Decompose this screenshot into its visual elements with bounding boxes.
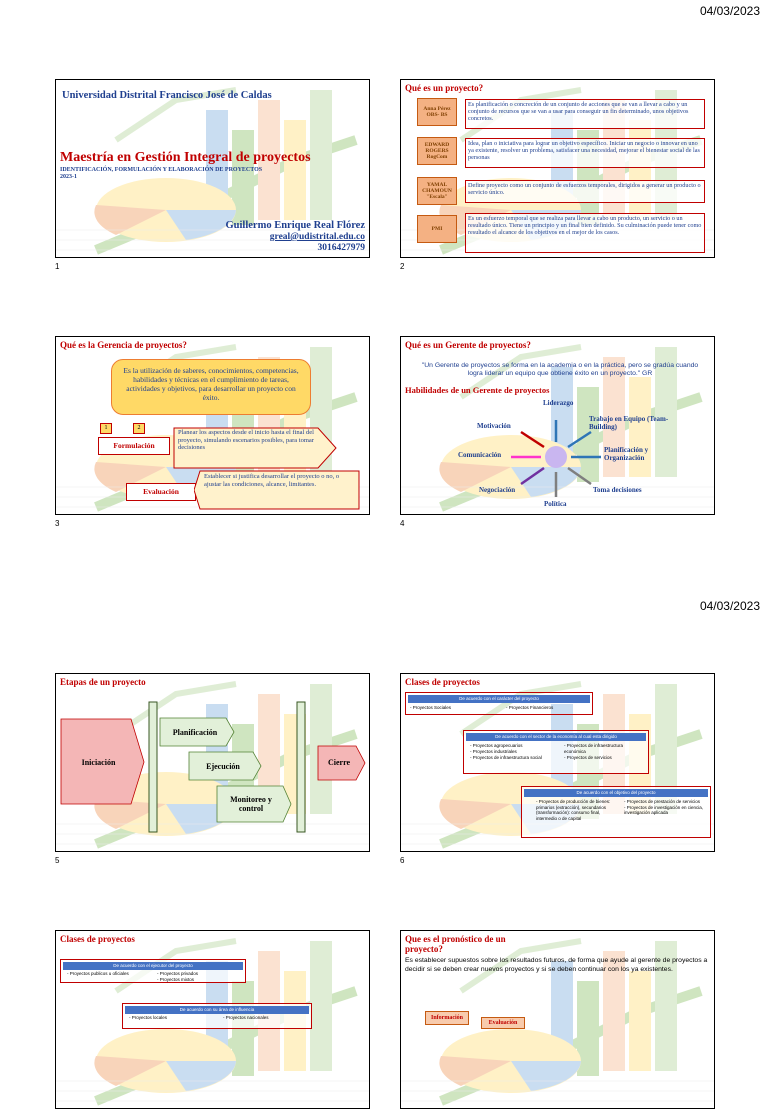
definition-box: Es la utilización de saberes, conocimien… — [111, 359, 311, 415]
source-tag: PMI — [417, 215, 457, 243]
section-subtitle: Habilidades de un Gerente de proyectos — [405, 385, 550, 395]
slide-title: Que es el pronóstico de un proyecto? — [405, 934, 506, 954]
stage-planificacion: Planificación — [172, 727, 218, 737]
formulacion-text: Planear los aspectos desde el inicio has… — [178, 429, 314, 451]
forecast-text: Es establecer supuestos sobre los result… — [405, 957, 708, 973]
definition-box: Es un esfuerzo temporal que se realiza p… — [465, 213, 705, 253]
class-group-ejecutor: De acuerdo con el ejecutor del proyecto … — [60, 959, 246, 983]
group-item: - Proyectos Financieros — [506, 705, 554, 710]
group-item: - Proyectos de infraestructura económica — [564, 743, 624, 754]
group-header: De acuerdo con el sector de la economía … — [466, 733, 646, 741]
date-header-top: 04/03/2023 — [699, 4, 760, 18]
class-group-caracter: De acuerdo con el carácter del proyecto … — [405, 692, 593, 715]
eval-tag: Evaluación — [481, 1017, 525, 1029]
slide-title: Clases de proyectos — [60, 934, 135, 944]
source-tag: YAMAL CHAMOUN "Escala" — [417, 177, 457, 205]
quote-text: "Un Gerente de proyectos se forma en la … — [421, 362, 699, 377]
class-group-sector: De acuerdo con el sector de la economía … — [463, 730, 649, 774]
evaluacion-text: Establecer si justifica desarrollar el p… — [204, 473, 340, 488]
university-name: Universidad Distrital Francisco José de … — [62, 90, 272, 101]
date-header-mid: 04/03/2023 — [699, 599, 760, 613]
formulacion-label: Formulación — [98, 437, 170, 455]
skill-label: Toma decisiones — [593, 486, 642, 494]
definition-box: Es planificación o concreción de un conj… — [465, 99, 705, 129]
slide-title: Maestría en Gestión Integral de proyecto… — [60, 150, 311, 165]
skill-label: Política — [544, 500, 567, 508]
skill-label: Negociación — [479, 486, 516, 494]
page-number: 5 — [55, 856, 60, 865]
slide-title: Qué es un Gerente de proyectos? — [405, 340, 531, 350]
stage-cierre: Cierre — [327, 757, 351, 767]
group-header: De acuerdo con el objetivo del proyecto — [524, 789, 708, 797]
group-item: - Proyectos de prestación de servicios -… — [624, 799, 704, 815]
slide-7: Clases de proyectos De acuerdo con el ej… — [55, 930, 370, 1109]
step-number: 2 — [133, 423, 145, 434]
page-number: 3 — [55, 519, 60, 528]
slide-title: Qué es un proyecto? — [405, 83, 484, 93]
group-item: - Proyectos agropecuarios — [470, 743, 523, 748]
skills-wheel-diagram — [511, 420, 601, 497]
term: 2023-1 — [60, 174, 77, 180]
skill-label: Motivación — [477, 422, 511, 430]
group-item: - Proyectos publicos u oficiales — [67, 971, 129, 976]
class-group-objetivo: De acuerdo con el objetivo del proyecto … — [521, 786, 711, 838]
group-item: - Proyectos mixtos — [157, 977, 195, 982]
step-number: 1 — [100, 423, 112, 434]
slide-1: Universidad Distrital Francisco José de … — [55, 79, 370, 258]
group-item: - Proyectos locales — [129, 1015, 168, 1020]
group-item: - Proyectos de servicios — [564, 755, 612, 760]
slide-6: Clases de proyectos De acuerdo con el ca… — [400, 673, 715, 852]
skill-label: Comunicación — [458, 451, 502, 459]
group-header: De acuerdo con el ejecutor del proyecto — [63, 962, 243, 970]
evaluacion-label: Evaluación — [126, 483, 196, 501]
slide-4: Qué es un Gerente de proyectos? "Un Gere… — [400, 336, 715, 515]
page-number: 4 — [400, 519, 405, 528]
source-tag: EDWARD ROGERS RogCom — [417, 137, 457, 165]
slide-title: Clases de proyectos — [405, 677, 480, 687]
author-phone: 3016427979 — [317, 243, 366, 253]
skill-label: Trabajo en Equipo (Team-Building) — [589, 415, 669, 431]
definition-box: Define proyecto como un conjunto de esfu… — [465, 180, 705, 203]
stage-ejecucion: Ejecución — [206, 761, 240, 771]
slide-subtitle: IDENTIFICACIÓN, FORMULACIÓN Y ELABORACIÓ… — [60, 167, 263, 173]
project-stages-diagram — [60, 701, 366, 833]
group-item: - Proyectos de infraestructura social — [470, 755, 542, 760]
slide-5: Etapas de un proyecto Iniciación Planifi… — [55, 673, 370, 852]
author-name: Guillermo Enrique Real Flórez — [225, 220, 366, 231]
group-item: - Proyectos privados — [157, 971, 199, 976]
page-number: 6 — [400, 856, 405, 865]
group-header: De acuerdo con el carácter del proyecto — [408, 695, 590, 703]
source-tag: Anna Pérez OBS- BS — [417, 98, 457, 126]
class-group-influencia: De acuerdo con su área de influencia - P… — [122, 1003, 312, 1029]
slide-8: Que es el pronóstico de un proyecto? Es … — [400, 930, 715, 1109]
info-tag: Información — [425, 1011, 469, 1025]
page-number: 1 — [55, 262, 60, 271]
stage-monitoreo: Monitoreo y control — [230, 795, 272, 813]
definition-box: Idea, plan o iniciativa para lograr un o… — [465, 138, 705, 168]
group-item: - Proyectos nacionales — [223, 1015, 269, 1020]
arrow-callout-shape — [173, 427, 337, 469]
group-header: De acuerdo con su área de influencia — [125, 1006, 309, 1014]
group-item: - Proyectos industriales — [470, 749, 517, 754]
stage-iniciacion: Iniciación — [81, 757, 116, 767]
arrow-callout-shape — [194, 470, 360, 510]
author-email[interactable]: greal@udistrital.edu.co — [269, 232, 365, 242]
page-number: 2 — [400, 262, 405, 271]
slide-title: Qué es la Gerencia de proyectos? — [60, 340, 187, 350]
slide-3: Qué es la Gerencia de proyectos? Es la u… — [55, 336, 370, 515]
skill-label: Liderazgo — [543, 399, 574, 407]
group-item: - Proyectos de producción de bienes: pri… — [536, 799, 611, 821]
skill-label: Planificación y Organización — [604, 446, 649, 462]
group-item: - Proyectos Sociales — [410, 705, 452, 710]
slide-title: Etapas de un proyecto — [60, 677, 146, 687]
slide-2: Qué es un proyecto? Anna Pérez OBS- BS E… — [400, 79, 715, 258]
